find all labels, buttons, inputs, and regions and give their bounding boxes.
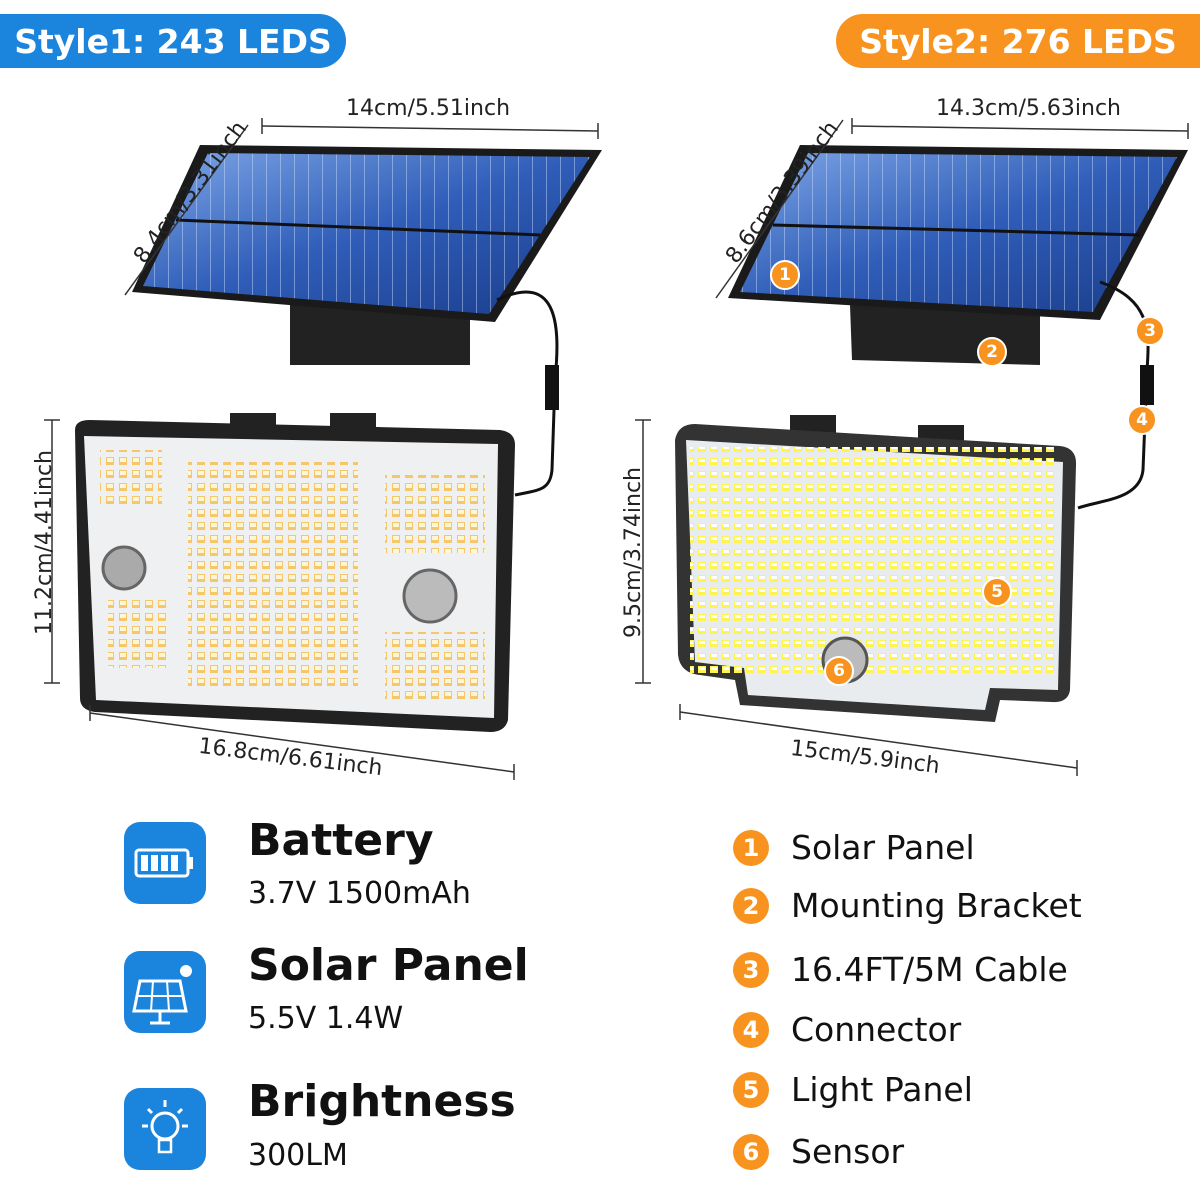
legend-number: 6: [733, 1133, 769, 1170]
style2-badge: Style2: 276 LEDS: [836, 14, 1200, 68]
legend-label: Connector: [791, 1010, 962, 1049]
spec-solar-value: 5.5V 1.4W: [248, 1001, 404, 1036]
style1-light-height: 11.2cm/4.41inch: [32, 449, 58, 636]
legend-item: 6 Sensor: [733, 1132, 904, 1171]
marker-2: 2: [977, 337, 1007, 367]
legend-item: 1 Solar Panel: [733, 828, 975, 867]
style1-dimension-lines: [44, 118, 599, 780]
style2-light: [675, 415, 1077, 722]
spec-brightness-value: 300LM: [248, 1138, 348, 1173]
legend-number: 5: [733, 1071, 769, 1108]
legend-label: Light Panel: [791, 1070, 973, 1109]
legend-number: 3: [733, 951, 769, 988]
solar-panel-icon: [124, 951, 206, 1033]
legend-item: 4 Connector: [733, 1010, 961, 1049]
style1-light: [75, 413, 515, 732]
legend-number: 4: [733, 1011, 769, 1048]
lightbulb-icon: [124, 1088, 206, 1170]
legend-label: Sensor: [791, 1132, 905, 1171]
style2-light-height: 9.5cm/3.74inch: [621, 466, 647, 639]
style1-badge: Style1: 243 LEDS: [0, 14, 346, 68]
legend-item: 3 16.4FT/5M Cable: [733, 950, 1068, 989]
marker-6: 6: [824, 656, 854, 686]
spec-brightness-title: Brightness: [248, 1076, 516, 1127]
spec-battery-value: 3.7V 1500mAh: [248, 876, 471, 911]
marker-4: 4: [1127, 405, 1157, 435]
style2-dimension-lines: [635, 118, 1189, 776]
legend-number: 2: [733, 887, 769, 924]
legend-label: 16.4FT/5M Cable: [791, 950, 1068, 989]
product-illustration: [44, 118, 1189, 780]
spec-battery-title: Battery: [248, 815, 434, 866]
style2-panel-width: 14.3cm/5.63inch: [936, 96, 1122, 121]
legend-number: 1: [733, 829, 769, 866]
marker-5: 5: [982, 577, 1012, 607]
legend-label: Mounting Bracket: [791, 886, 1082, 925]
legend-item: 5 Light Panel: [733, 1070, 973, 1109]
legend-item: 2 Mounting Bracket: [733, 886, 1082, 925]
style1-panel-width: 14cm/5.51inch: [346, 96, 511, 121]
marker-3: 3: [1135, 316, 1165, 346]
style1-solar-panel: [132, 145, 602, 497]
spec-solar-title: Solar Panel: [248, 940, 529, 991]
style2-solar-panel: [728, 145, 1188, 510]
battery-icon: [124, 822, 206, 904]
legend-label: Solar Panel: [791, 828, 975, 867]
marker-1: 1: [770, 260, 800, 290]
